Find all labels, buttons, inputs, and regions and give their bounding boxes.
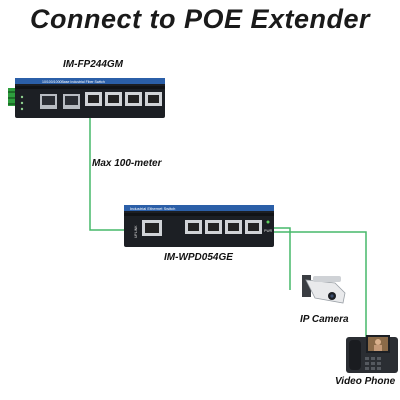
- switch1-model-label: IM-FP244GM: [63, 59, 124, 70]
- poe-extender-device: Industrial Ethernet Switch UPLINK PWR: [124, 205, 274, 247]
- distance-label: Max 100-meter: [92, 158, 162, 169]
- extender-model-label: IM-WPD054GE: [164, 252, 233, 263]
- ip-camera-label: IP Camera: [300, 314, 349, 325]
- page-title: Connect to POE Extender: [29, 4, 371, 34]
- cable-extender-to-phone: [266, 231, 367, 340]
- cable-switch-to-extender: [89, 118, 128, 231]
- switch-fiber-device: 10/100/1000Base Industrial Fiber Switch: [8, 78, 165, 118]
- video-phone-icon: [346, 335, 398, 373]
- extender-pwr-label: PWR: [264, 229, 273, 233]
- extender-panel-text: Industrial Ethernet Switch: [130, 206, 175, 211]
- pwr-led: [266, 220, 270, 224]
- video-phone-label: Video Phone: [335, 376, 396, 387]
- switch1-panel-text: 10/100/1000Base Industrial Fiber Switch: [42, 80, 105, 84]
- ip-camera-icon: [302, 275, 346, 304]
- extender-uplink-label: UPLINK: [134, 225, 138, 238]
